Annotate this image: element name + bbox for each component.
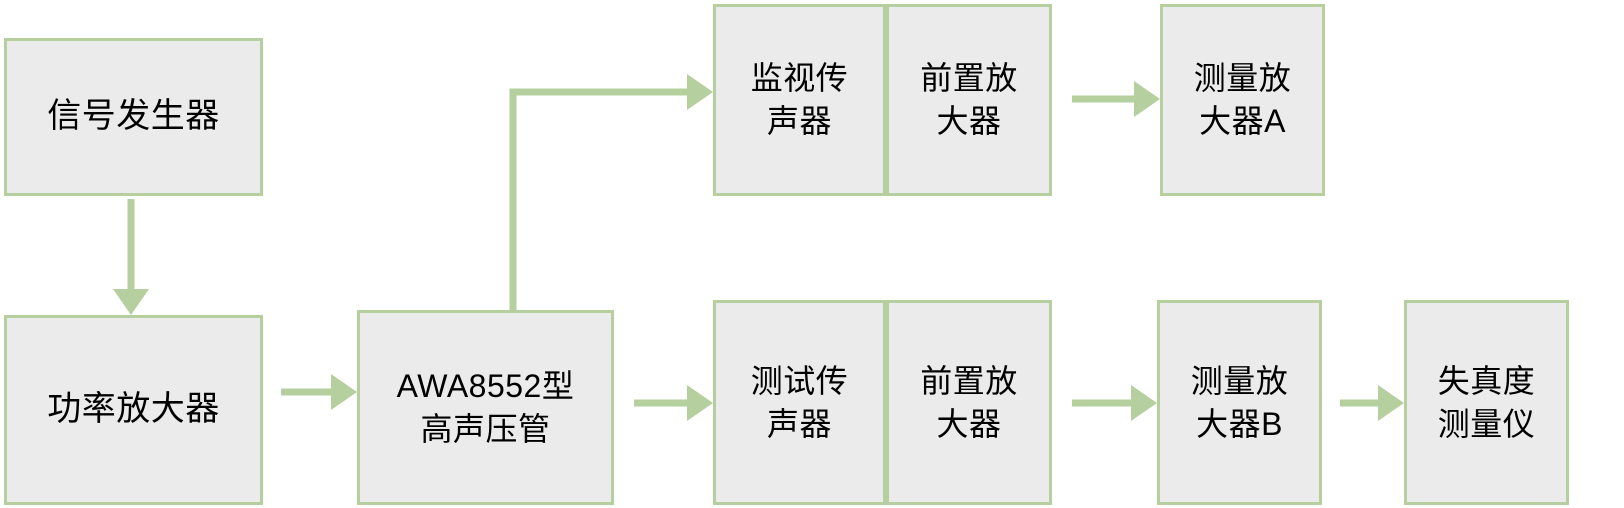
node-signal-generator[interactable]: 信号发生器 — [4, 38, 263, 196]
connector-preamplifier-top-to-measuring-amplifier-a — [1072, 81, 1160, 117]
arrowhead-icon — [113, 289, 149, 315]
node-label: 前置放 大器 — [920, 60, 1018, 139]
node-label: AWA8552型 高声压管 — [396, 367, 575, 447]
node-label: 功率放大器 — [47, 390, 220, 429]
arrowhead-icon — [687, 74, 713, 110]
node-awa8552-tube[interactable]: AWA8552型 高声压管 — [357, 310, 614, 505]
connector-awa8552-to-monitor-microphone — [509, 74, 713, 310]
node-preamplifier-top[interactable]: 前置放 大器 — [886, 4, 1052, 196]
node-power-amplifier[interactable]: 功率放大器 — [4, 315, 263, 505]
arrowhead-icon — [1131, 385, 1157, 421]
node-label: 测量放 大器A — [1193, 60, 1292, 139]
connector-power-amplifier-to-awa8552 — [281, 374, 357, 410]
connector-measuring-amplifier-b-to-distortion-meter — [1340, 385, 1404, 421]
arrowhead-icon — [1378, 385, 1404, 421]
node-preamplifier-bottom[interactable]: 前置放 大器 — [886, 300, 1052, 505]
arrowhead-icon — [1134, 81, 1160, 117]
connector-preamplifier-bottom-to-measuring-amplifier-b — [1072, 385, 1157, 421]
node-test-microphone[interactable]: 测试传 声器 — [713, 300, 886, 505]
node-monitor-microphone[interactable]: 监视传 声器 — [713, 4, 886, 196]
connector-signal-generator-to-power-amplifier — [113, 199, 149, 315]
arrowhead-icon — [331, 374, 357, 410]
connector-awa8552-to-test-microphone — [634, 385, 713, 421]
node-measuring-amplifier-a[interactable]: 测量放 大器A — [1160, 4, 1325, 196]
connector-line — [509, 88, 693, 310]
node-label: 测量放 大器B — [1190, 362, 1289, 442]
node-distortion-meter[interactable]: 失真度 测量仪 — [1404, 300, 1569, 505]
node-label: 监视传 声器 — [750, 60, 849, 139]
node-label: 测试传 声器 — [750, 362, 849, 442]
node-label: 失真度 测量仪 — [1437, 362, 1536, 442]
arrowhead-icon — [687, 385, 713, 421]
node-label: 前置放 大器 — [920, 362, 1018, 442]
node-measuring-amplifier-b[interactable]: 测量放 大器B — [1157, 300, 1322, 505]
node-label: 信号发生器 — [47, 97, 220, 136]
